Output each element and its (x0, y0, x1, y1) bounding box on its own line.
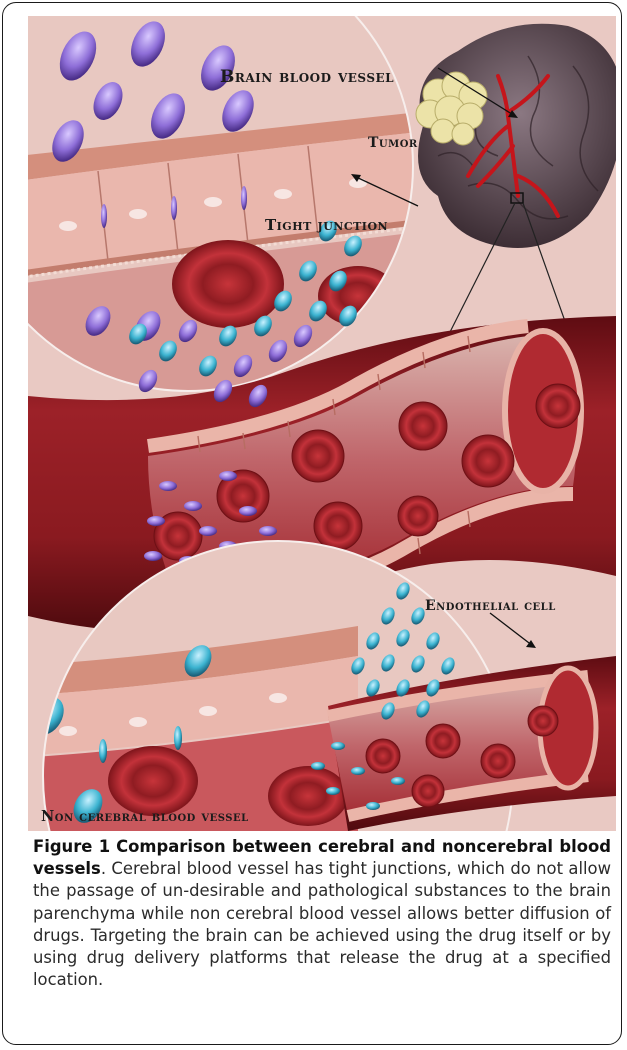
vessel-diagram: Brain blood vessel Tumor Tight junction … (28, 16, 616, 831)
caption-body: . Cerebral blood vessel has tight juncti… (33, 859, 611, 989)
label-brain-vessel: Brain blood vessel (220, 67, 394, 87)
label-endothelial-cell: Endothelial cell (425, 598, 556, 614)
label-tight-junction: Tight junction (265, 216, 388, 234)
figure-caption: Figure 1 Comparison between cerebral and… (33, 836, 611, 991)
figure-illustration: Brain blood vessel Tumor Tight junction … (28, 16, 616, 831)
caption-number: Figure 1 (33, 837, 110, 856)
label-non-cerebral-vessel: Non cerebral blood vessel (41, 808, 249, 825)
label-tumor: Tumor (368, 135, 418, 151)
